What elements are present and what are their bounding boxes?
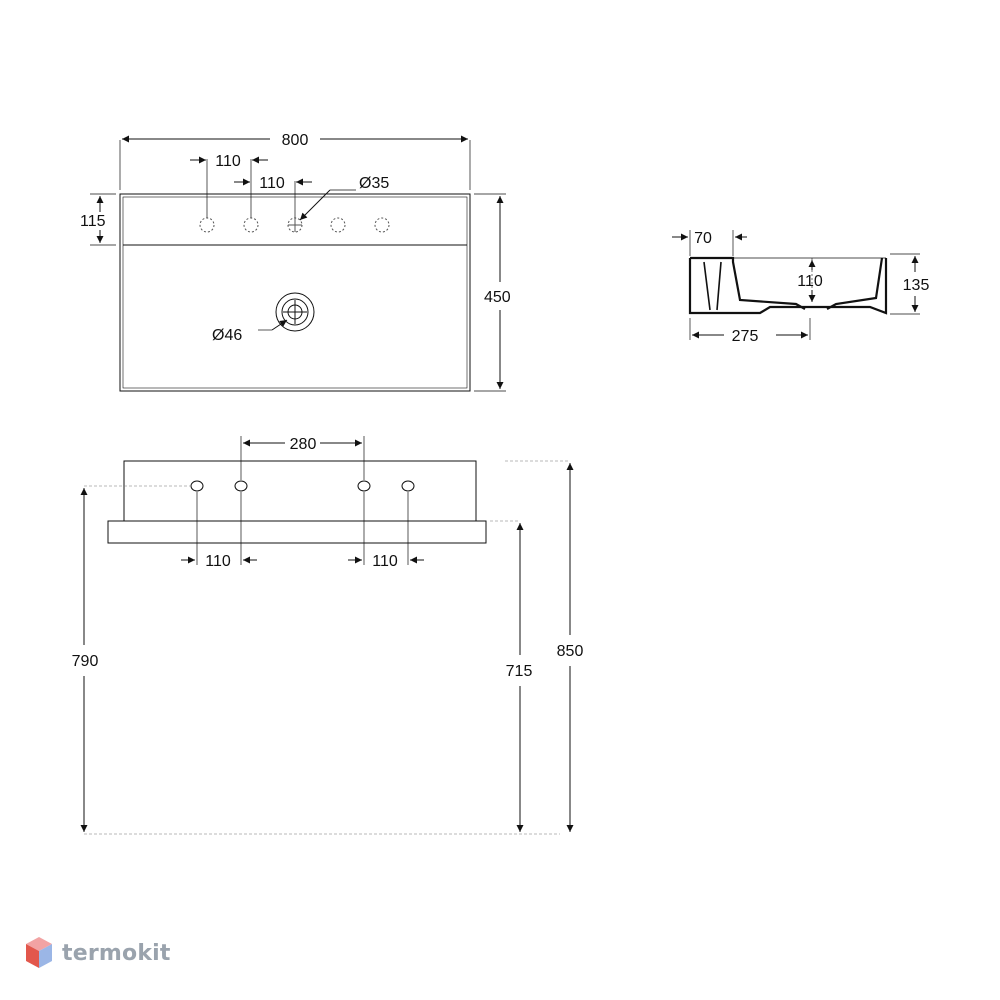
tap-hole [357, 480, 371, 492]
countertop [107, 520, 487, 544]
tap-hole [401, 480, 415, 492]
drain-diameter-label: Ø46 [212, 327, 242, 344]
front-view [80, 436, 574, 835]
tap-hole [199, 217, 215, 233]
bowl-label: 275 [732, 328, 759, 345]
shelf-depth-label: 115 [80, 213, 106, 230]
span-label: 280 [290, 436, 317, 453]
height-label: 135 [903, 277, 930, 294]
tap-hole-diameter-label: Ø35 [359, 175, 389, 192]
width-label: 800 [282, 132, 309, 149]
inner-depth-label: 110 [797, 273, 823, 290]
top-view [90, 135, 506, 392]
basin-front [123, 460, 477, 522]
top-view-labels: 800 110 110 Ø35 Ø46 115 450 [80, 132, 511, 344]
right-pitch-label: 110 [372, 553, 398, 570]
depth-label: 450 [484, 289, 511, 306]
tap-hole [330, 217, 346, 233]
front-view-labels: 280 110 110 790 715 850 [72, 436, 584, 680]
front-tap-holes [190, 480, 415, 492]
counter-height-label: 715 [506, 663, 533, 680]
tap-hole [243, 217, 259, 233]
brand-name: termokit [62, 940, 171, 966]
tap-hole [234, 480, 248, 492]
section-view [672, 230, 920, 340]
section-view-labels: 70 110 135 275 [694, 230, 929, 345]
drain [275, 292, 315, 332]
tap-hole [190, 480, 204, 492]
tap-hole [374, 217, 390, 233]
left-pitch-label: 110 [205, 553, 231, 570]
hole-pitch-label: 110 [259, 175, 285, 192]
cube-icon [26, 937, 52, 968]
brand-logo: termokit [24, 935, 171, 971]
tap-height-label: 790 [72, 653, 99, 670]
wall-label: 70 [694, 230, 712, 247]
hole-pitch-label: 110 [215, 153, 241, 170]
total-height-label: 850 [557, 643, 584, 660]
